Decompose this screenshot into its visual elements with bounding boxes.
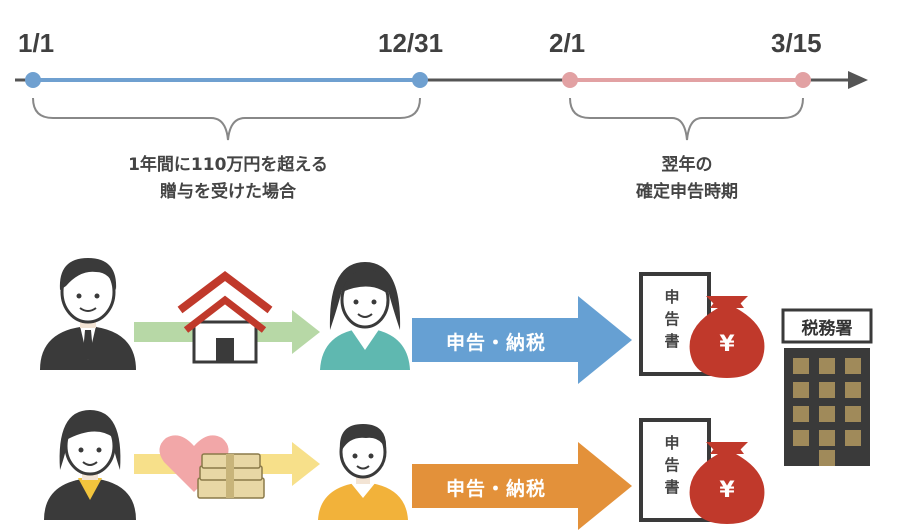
filing-arrow-2 bbox=[412, 442, 632, 530]
house-icon bbox=[177, 270, 273, 364]
date-label-jan1: 1/1 bbox=[18, 28, 55, 58]
filing-arrow-label-1: 申告・納税 bbox=[446, 332, 547, 354]
document-char: 申 bbox=[664, 434, 680, 452]
yen-symbol: ¥ bbox=[719, 478, 735, 503]
gift-period-caption-line2: 贈与を受けた場合 bbox=[160, 182, 296, 202]
document-char: 書 bbox=[664, 332, 680, 350]
document-char: 書 bbox=[664, 478, 680, 496]
money-bag-icon-1 bbox=[689, 296, 765, 378]
filing-period-caption: 翌年の 確定申告時期 bbox=[607, 152, 767, 206]
gift-period-brace bbox=[32, 97, 421, 141]
money-bag-icon-2 bbox=[689, 442, 765, 524]
date-label-dec31: 12/31 bbox=[378, 28, 444, 58]
filing-period-brace bbox=[569, 97, 804, 141]
boy-icon bbox=[318, 424, 408, 520]
gift-period-caption: 1年間に110万円を超える 贈与を受けた場合 bbox=[78, 152, 378, 206]
document-char: 告 bbox=[664, 310, 680, 328]
filing-arrow-label-2: 申告・納税 bbox=[446, 478, 547, 500]
date-marker-start bbox=[25, 72, 41, 88]
yen-symbol: ¥ bbox=[719, 332, 735, 357]
tax-office-label: 税務署 bbox=[801, 319, 853, 339]
timeline bbox=[15, 71, 868, 141]
filing-arrow-1 bbox=[412, 296, 632, 384]
document-char: 告 bbox=[664, 456, 680, 474]
document-char: 申 bbox=[664, 288, 680, 306]
date-label-mar15: 3/15 bbox=[771, 28, 822, 58]
filing-period-caption-line2: 確定申告時期 bbox=[636, 182, 738, 202]
date-marker-year-end bbox=[412, 72, 428, 88]
date-marker-filing-end bbox=[795, 72, 811, 88]
woman-giver-icon bbox=[44, 410, 136, 520]
tax-office-building-icon bbox=[781, 308, 873, 466]
heart-money-icon bbox=[159, 435, 265, 499]
man-icon bbox=[40, 258, 136, 370]
woman-icon bbox=[320, 262, 410, 370]
filing-period-caption-line1: 翌年の bbox=[661, 155, 713, 175]
timeline-arrowhead bbox=[848, 71, 868, 89]
date-marker-filing-start bbox=[562, 72, 578, 88]
date-label-feb1: 2/1 bbox=[549, 28, 586, 58]
gift-period-caption-line1: 1年間に110万円を超える bbox=[128, 155, 328, 175]
